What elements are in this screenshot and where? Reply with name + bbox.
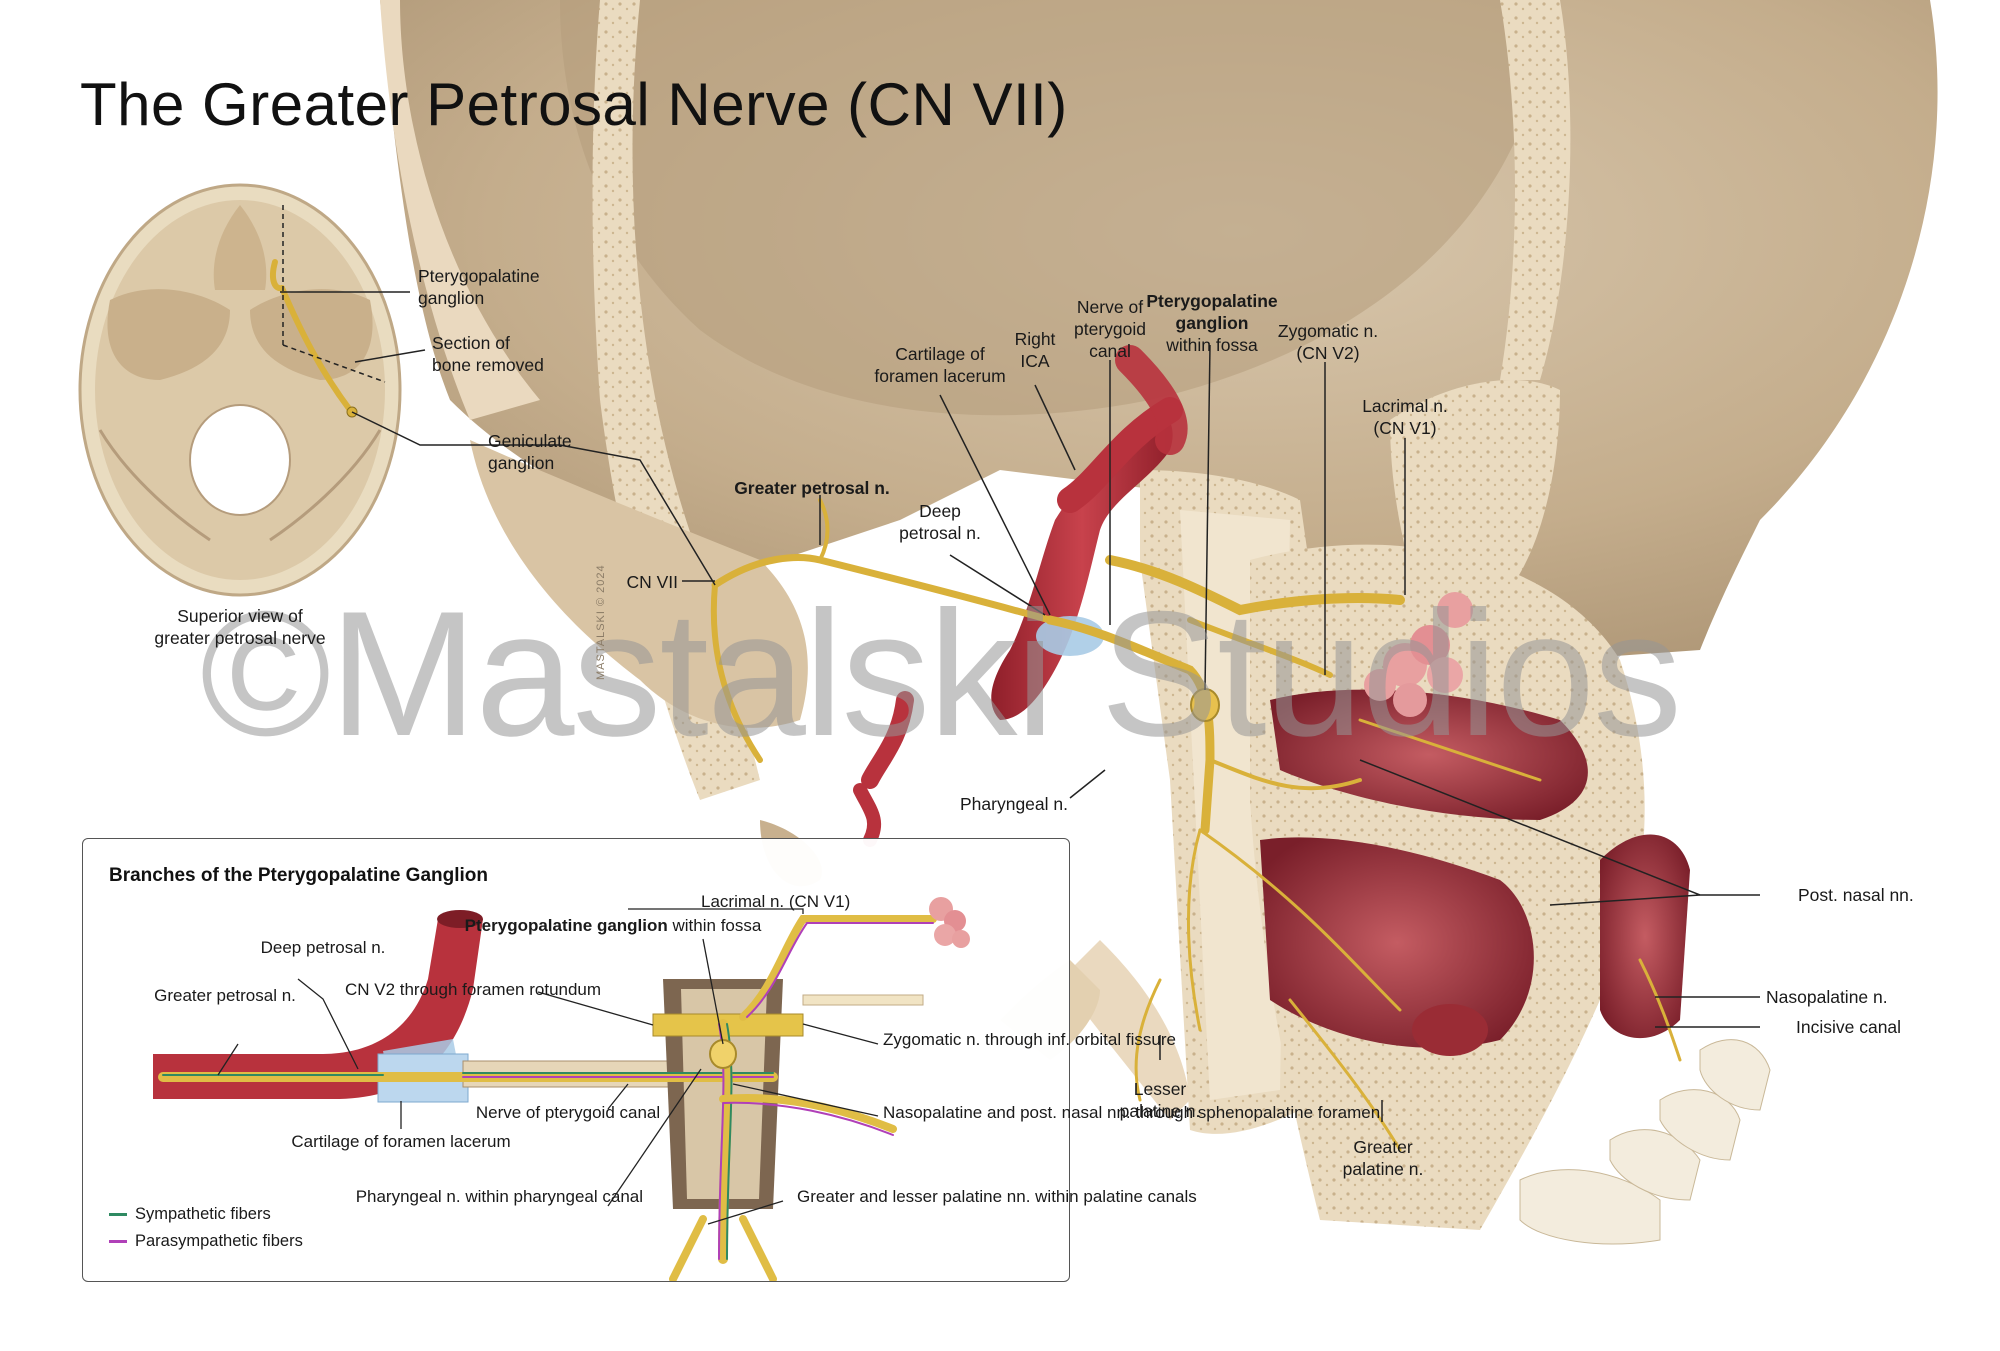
nerve-network: [710, 498, 1682, 1152]
orbital-wall: [1390, 0, 1571, 600]
inset-title: Branches of the Pterygopalatine Ganglion: [109, 865, 489, 886]
inset-panel: Branches of the Pterygopalatine Ganglion: [82, 838, 1380, 1282]
maxilla-section: [1250, 451, 1771, 1245]
label-nasopalatine: Nasopalatine n.: [1766, 987, 1888, 1007]
inset-label-lacrimal: Lacrimal n. (CN V1): [701, 892, 851, 911]
inset-label-nasopalatine: Nasopalatine and post. nasal nn. through…: [883, 1103, 1381, 1122]
label-right-ica: Right ICA: [1014, 329, 1056, 371]
label-nerve-pterygoid-canal: Nerve of pterygoid canal: [1074, 297, 1146, 361]
legend-item-sympathetic: Sympathetic fibers: [109, 1201, 303, 1228]
inset-label-nerve-pterygoid: Nerve of pterygoid canal: [475, 1103, 661, 1122]
label-sv-pterygopalatine-ganglion: Pterygopalatine ganglion: [418, 266, 540, 308]
inset-label-pharyngeal: Pharyngeal n. within pharyngeal canal: [355, 1187, 643, 1206]
sympathetic-swatch: [109, 1213, 127, 1216]
legend: Sympathetic fibers Parasympathetic fiber…: [109, 1201, 303, 1255]
label-greater-petrosal: Greater petrosal n.: [734, 478, 890, 498]
label-post-nasal: Post. nasal nn.: [1798, 885, 1914, 905]
inset-label-cartilage: Cartilage of foramen lacerum: [291, 1132, 511, 1151]
label-zygomatic: Zygomatic n. (CN V2): [1277, 321, 1379, 363]
label-deep-petrosal: Deep petrosal n.: [899, 501, 981, 543]
label-cn7: CN VII: [626, 572, 678, 592]
artist-signature: MASTALSKI © 2024: [595, 564, 607, 680]
lacrimal-gland: [1364, 592, 1473, 717]
label-sv-geniculate-ganglion: Geniculate ganglion: [488, 431, 572, 473]
legend-item-parasympathetic: Parasympathetic fibers: [109, 1228, 303, 1255]
inset-label-palatine: Greater and lesser palatine nn. within p…: [797, 1187, 1197, 1206]
superior-view-skull: [78, 183, 560, 597]
inset-label-deep-petrosal: Deep petrosal n.: [260, 938, 386, 957]
label-cartilage-foramen-lacerum: Cartilage of foramen lacerum: [874, 344, 1006, 386]
label-sv-section-removed: Section of bone removed: [432, 333, 544, 375]
watermark: ©Mastalski Studios: [200, 574, 1682, 773]
label-greater-palatine: Greater palatine n.: [1342, 1137, 1424, 1179]
superior-view-caption: Superior view of greater petrosal nerve: [154, 606, 326, 648]
label-pharyngeal: Pharyngeal n.: [960, 794, 1068, 814]
parasympathetic-swatch: [109, 1240, 127, 1243]
inset-label-cn-v2: CN V2 through foramen rotundum: [344, 980, 602, 999]
inset-label-greater-petrosal: Greater petrosal n.: [154, 986, 296, 1005]
inset-label-zygomatic: Zygomatic n. through inf. orbital fissur…: [883, 1030, 1176, 1049]
label-ppg-within-fossa: Pterygopalatine ganglion within fossa: [1146, 291, 1278, 355]
leader-lines: [559, 344, 1760, 1122]
label-lacrimal: Lacrimal n. (CN V1): [1362, 396, 1448, 438]
inset-label-ppg: Pterygopalatine ganglion within fossa: [464, 916, 762, 935]
label-incisive-canal: Incisive canal: [1796, 1017, 1902, 1037]
inset-schematic: [153, 897, 970, 1281]
label-lesser-palatine: Lesser palatine n.: [1119, 1079, 1201, 1121]
internal-carotid-artery: [853, 345, 1188, 847]
page-title: The Greater Petrosal Nerve (CN VII): [80, 71, 1068, 138]
